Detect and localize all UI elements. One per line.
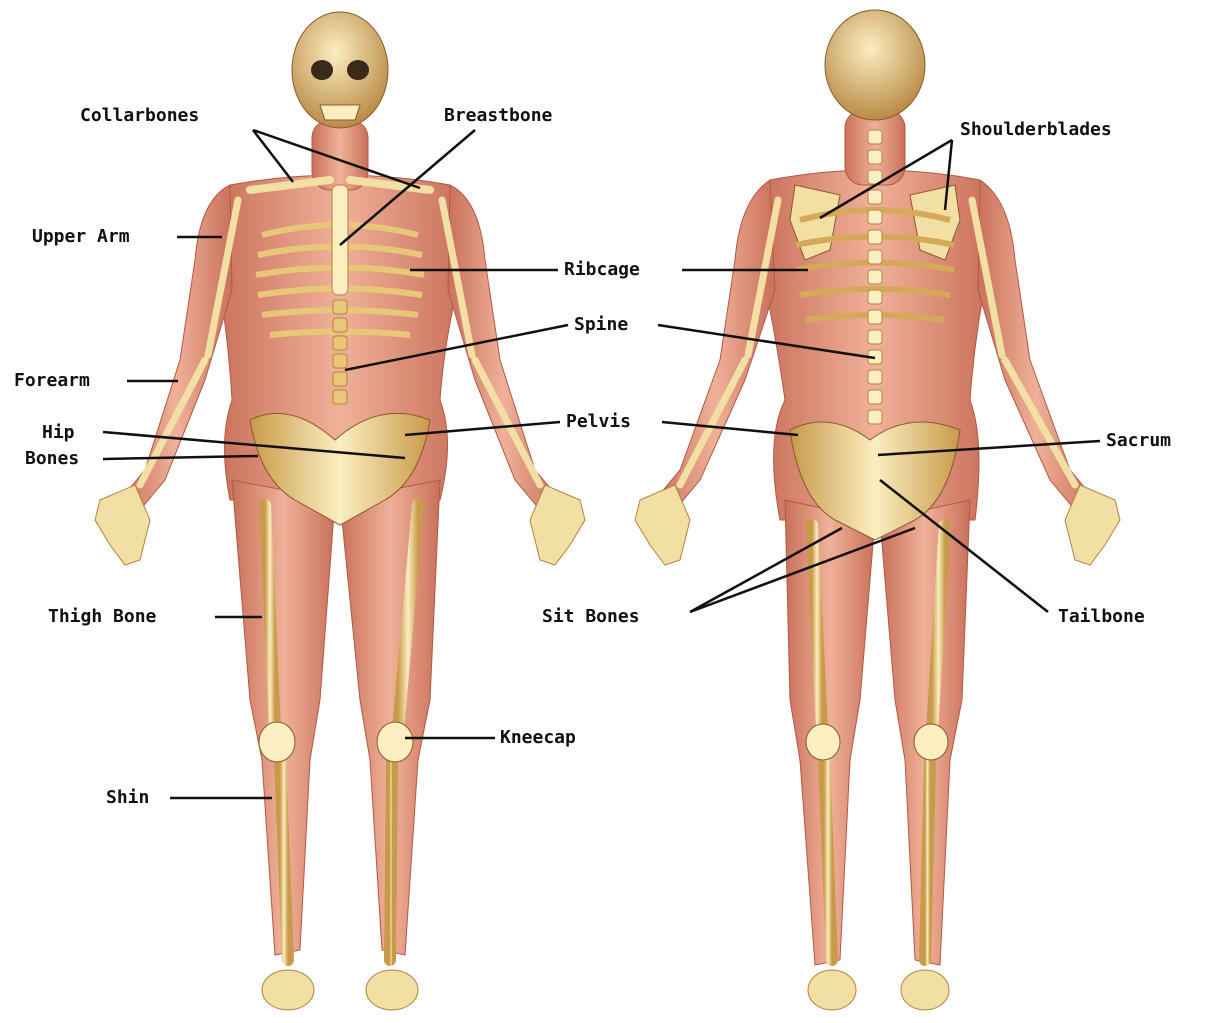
- back-figure: [635, 10, 1120, 1010]
- label-bones: Bones: [25, 449, 79, 469]
- front-kneecaps: [259, 722, 413, 762]
- label-sacrum: Sacrum: [1106, 431, 1171, 451]
- label-forearm: Forearm: [14, 371, 90, 391]
- label-shoulderblades: Shoulderblades: [960, 120, 1112, 140]
- back-knees: [806, 724, 948, 760]
- front-feet: [262, 970, 418, 1010]
- label-sit-bones: Sit Bones: [542, 607, 640, 627]
- back-skull: [825, 10, 925, 120]
- label-thigh-bone: Thigh Bone: [48, 607, 156, 627]
- label-spine: Spine: [574, 315, 628, 335]
- label-upper-arm: Upper Arm: [32, 227, 130, 247]
- label-breastbone: Breastbone: [444, 106, 552, 126]
- label-shin: Shin: [106, 788, 149, 808]
- back-spine: [868, 130, 882, 424]
- front-skull: [292, 12, 388, 128]
- label-hip: Hip: [42, 423, 75, 443]
- label-kneecap: Kneecap: [500, 728, 576, 748]
- label-tailbone: Tailbone: [1058, 607, 1145, 627]
- back-feet: [808, 970, 949, 1010]
- label-collarbones: Collarbones: [80, 106, 199, 126]
- label-ribcage: Ribcage: [564, 260, 640, 280]
- label-pelvis: Pelvis: [566, 412, 631, 432]
- front-figure: [95, 12, 585, 1010]
